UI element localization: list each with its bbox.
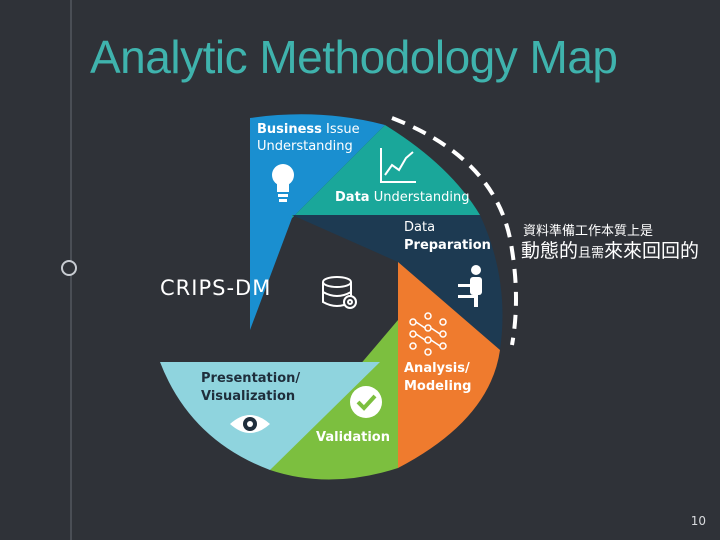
page-title: Analytic Methodology Map	[90, 31, 618, 83]
svg-text:Data Understanding: Data Understanding	[335, 190, 469, 205]
network-icon	[409, 312, 447, 356]
center-label: CRIPS-DM	[160, 276, 272, 300]
side-note-line2: 動態的且需來來回回的	[521, 236, 699, 263]
timeline-node	[61, 260, 77, 276]
iteration-dashed-arc	[391, 116, 518, 346]
side-note-part-a: 動態的	[521, 240, 579, 262]
side-note-line1: 資料準備工作本質上是	[523, 224, 654, 239]
presentation-line2: Visualization	[201, 389, 295, 404]
checkmark-icon	[350, 386, 382, 418]
eye-icon	[230, 415, 270, 433]
business-label-rest: Issue	[322, 122, 360, 137]
worker-icon	[458, 265, 482, 307]
validation-label: Validation	[316, 430, 390, 445]
business-label-bold: Business	[257, 122, 322, 137]
data-preparation-line2: Preparation	[404, 238, 491, 253]
segment-presentation	[160, 362, 380, 470]
svg-text:Business Issue: Business Issue	[257, 122, 360, 137]
line-chart-icon	[380, 148, 416, 183]
analysis-line1: Analysis/	[404, 361, 470, 376]
database-gear-icon	[322, 276, 357, 309]
segment-data-understanding	[292, 125, 480, 218]
presentation-line1: Presentation/	[201, 371, 300, 386]
side-note-small: 且需	[578, 246, 605, 261]
data-understanding-rest: Understanding	[370, 190, 470, 205]
page-number: 10	[690, 514, 706, 528]
segment-analysis-modeling	[398, 262, 500, 468]
business-label-line2: Understanding	[257, 139, 353, 154]
analysis-line2: Modeling	[404, 379, 471, 394]
lightbulb-icon	[272, 164, 294, 202]
data-understanding-bold: Data	[335, 190, 370, 205]
side-note-part-b: 來來回回的	[604, 240, 700, 262]
data-preparation-line1: Data	[404, 220, 435, 235]
